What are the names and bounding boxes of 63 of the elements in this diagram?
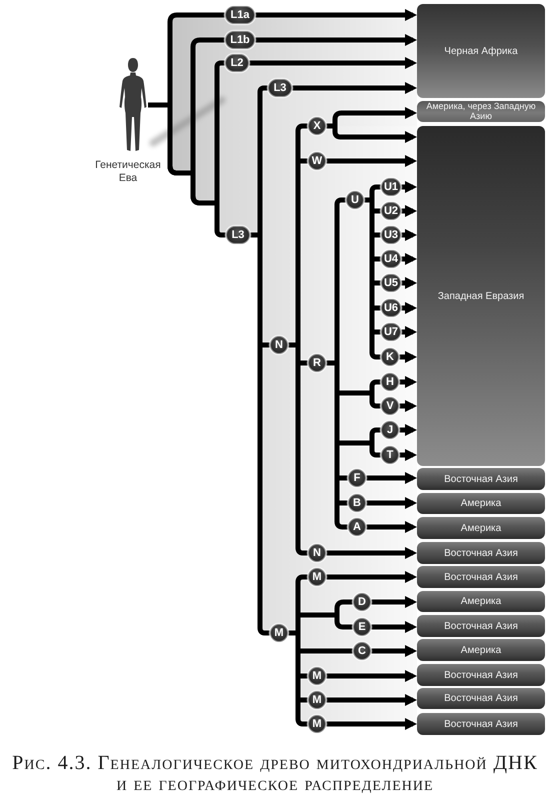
region-label: Западная Евразия bbox=[438, 290, 524, 302]
region-label: Америка, через Западную Азию bbox=[425, 102, 537, 121]
arrow bbox=[399, 351, 417, 363]
arrow bbox=[366, 472, 417, 484]
region-label: Восточная Азия bbox=[444, 474, 518, 484]
arrow bbox=[292, 82, 417, 94]
arrow bbox=[401, 229, 417, 241]
person-label: Генетическая Ева bbox=[94, 159, 162, 185]
haplogroup-pill: L3 bbox=[226, 226, 250, 244]
arrow bbox=[399, 449, 417, 461]
region-label: Черная Африка bbox=[444, 46, 518, 56]
region-box bbox=[417, 517, 545, 539]
region-box bbox=[417, 566, 545, 588]
region-box bbox=[417, 639, 545, 661]
region-box bbox=[417, 713, 545, 735]
region-label: Восточная Азия bbox=[444, 670, 518, 680]
region-label: Восточная Азия bbox=[444, 548, 518, 558]
arrow bbox=[399, 424, 417, 436]
arrow bbox=[255, 34, 417, 46]
arrow bbox=[326, 670, 417, 682]
arrow bbox=[401, 326, 417, 338]
region-label: Восточная Азия bbox=[444, 718, 518, 730]
arrow bbox=[366, 497, 417, 509]
arrow bbox=[371, 645, 417, 657]
person-silhouette bbox=[118, 57, 148, 153]
arrow bbox=[326, 718, 417, 730]
haplogroup-pill: M bbox=[308, 715, 326, 733]
region-label: Америка bbox=[460, 644, 502, 656]
region-box bbox=[417, 4, 545, 98]
arrow bbox=[399, 376, 417, 388]
region-box bbox=[417, 615, 545, 637]
arrow bbox=[401, 253, 417, 265]
arrow bbox=[326, 155, 417, 167]
region-label: Америка bbox=[460, 522, 502, 534]
arrow bbox=[399, 400, 417, 412]
arrow bbox=[255, 9, 417, 21]
region-box bbox=[417, 101, 545, 122]
region-box bbox=[417, 542, 545, 564]
region-label: Восточная Азия bbox=[444, 693, 518, 704]
region-box bbox=[417, 688, 545, 709]
haplogroup-pill: L1a bbox=[225, 6, 255, 24]
arrow bbox=[401, 181, 417, 193]
region-box bbox=[417, 664, 545, 686]
arrow bbox=[326, 547, 417, 559]
region-label: Америка bbox=[460, 498, 502, 509]
arrow bbox=[326, 571, 417, 583]
arrow bbox=[371, 621, 417, 633]
figure-caption: Рис. 4.3. Генеалогическое древо митохондриальной ДНК и ее географическое распределение bbox=[11, 753, 539, 795]
region-box bbox=[417, 126, 545, 466]
arrow bbox=[366, 521, 417, 533]
haplogroup-pill: M bbox=[270, 624, 288, 642]
region-box bbox=[417, 468, 545, 490]
region-box bbox=[417, 493, 545, 514]
arrow bbox=[401, 277, 417, 289]
arrow bbox=[401, 205, 417, 217]
region-label: Америка bbox=[460, 596, 502, 607]
region-label: Восточная Азия bbox=[444, 620, 518, 632]
arrow bbox=[401, 302, 417, 314]
region-label: Восточная Азия bbox=[444, 572, 518, 582]
arrow bbox=[249, 57, 417, 69]
arrow bbox=[326, 694, 417, 706]
region-box bbox=[417, 591, 545, 612]
arrow bbox=[371, 596, 417, 608]
